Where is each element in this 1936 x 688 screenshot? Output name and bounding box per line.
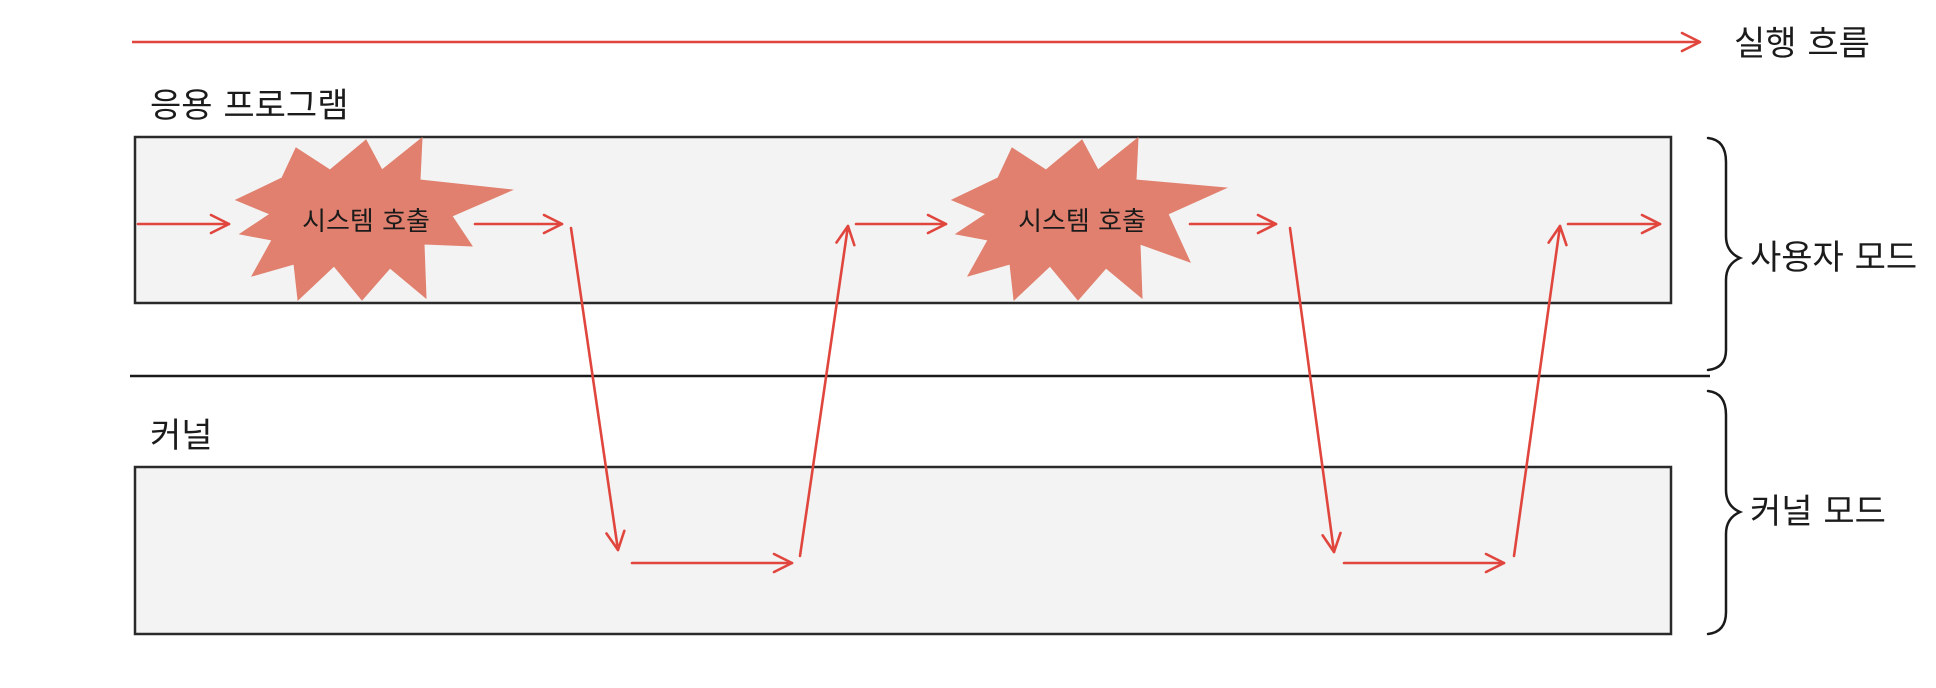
flow-arrow-up-1	[798, 224, 856, 558]
user-mode-brace	[1706, 136, 1744, 372]
system-call-burst-1	[234, 136, 514, 302]
kernel-mode-label: 커널 모드	[1750, 492, 1886, 532]
kernel-label: 커널	[150, 416, 213, 456]
system-call-burst-2	[950, 136, 1228, 302]
flow-arrow-down-2	[1288, 226, 1342, 554]
system-call-label-1: 시스템 호출	[302, 207, 430, 237]
kernel-box	[133, 465, 1673, 636]
application-label: 응용 프로그램	[150, 86, 349, 126]
kernel-mode-brace	[1706, 389, 1744, 636]
user-mode-label: 사용자 모드	[1750, 238, 1918, 278]
flow-arrow-up-2	[1512, 224, 1568, 558]
flow-label: 실행 흐름	[1734, 24, 1870, 64]
system-call-label-2: 시스템 호출	[1018, 207, 1146, 237]
flow-arrow-down-1	[569, 226, 626, 552]
